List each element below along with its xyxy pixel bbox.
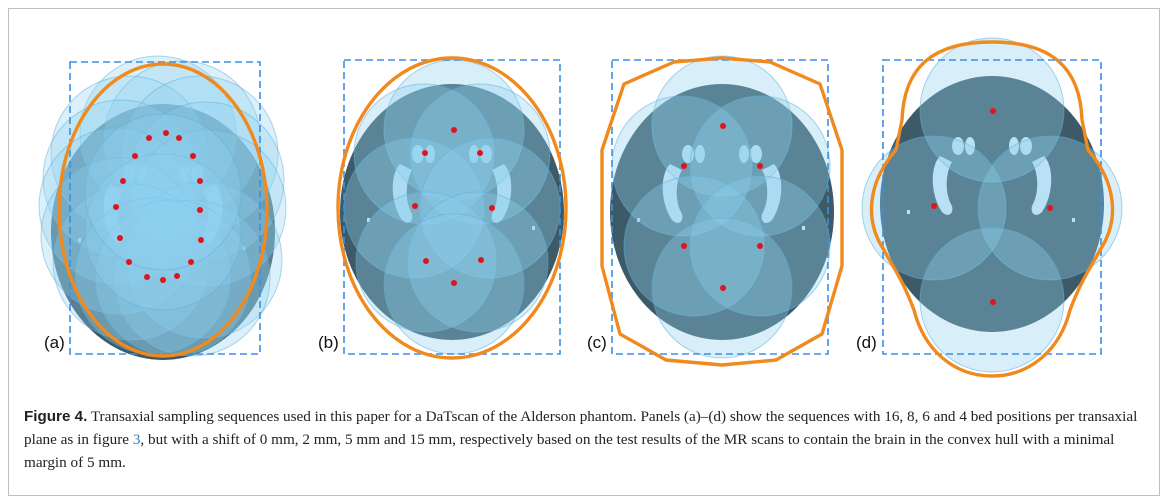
- panel-d-bed-positions: [931, 108, 1053, 305]
- figure-caption: Figure 4. Transaxial sampling sequences …: [24, 405, 1144, 474]
- panel-d: (d): [856, 37, 1123, 378]
- panel-a-sampling-circles: [38, 55, 287, 357]
- panel-c-bed-positions: [681, 123, 763, 291]
- panel-a-head: [38, 55, 287, 360]
- panel-d-convex-hull: [869, 40, 1115, 378]
- panel-c-head: [610, 55, 834, 359]
- panel-b-bounding-box: [343, 59, 561, 355]
- panel-a-label: (a): [44, 333, 65, 352]
- panel-d-bounding-box: [882, 59, 1102, 355]
- panel-a: (a): [38, 55, 287, 360]
- panel-c-sampling-circles: [611, 55, 831, 359]
- figure-panels: (a) (b): [38, 37, 1123, 378]
- panel-b-convex-hull: [336, 56, 568, 360]
- panel-a-bounding-box: [69, 61, 261, 355]
- panel-d-sampling-circles: [861, 37, 1123, 373]
- figure-frame: [8, 8, 1160, 496]
- panel-c-label: (c): [587, 333, 607, 352]
- panel-c: (c): [587, 55, 844, 367]
- panel-c-bounding-box: [611, 59, 829, 355]
- panel-b-head: [340, 59, 564, 355]
- caption-text-part2: , but with a shift of 0 mm, 2 mm, 5 mm a…: [24, 431, 1115, 471]
- panel-b: (b): [318, 56, 568, 360]
- figure-label: Figure 4.: [24, 408, 88, 425]
- panel-a-bed-positions: [113, 130, 204, 283]
- panel-b-sampling-circles: [343, 59, 561, 355]
- panel-b-bed-positions: [412, 127, 495, 286]
- figure-reference-link[interactable]: 3: [132, 431, 141, 448]
- panel-d-label: (d): [856, 333, 877, 352]
- caption-text-part1: Transaxial sampling sequences used in th…: [24, 408, 1138, 448]
- panel-a-convex-hull: [57, 62, 269, 358]
- panel-b-label: (b): [318, 333, 339, 352]
- panel-d-head: [861, 37, 1123, 373]
- panel-c-convex-hull: [600, 56, 844, 367]
